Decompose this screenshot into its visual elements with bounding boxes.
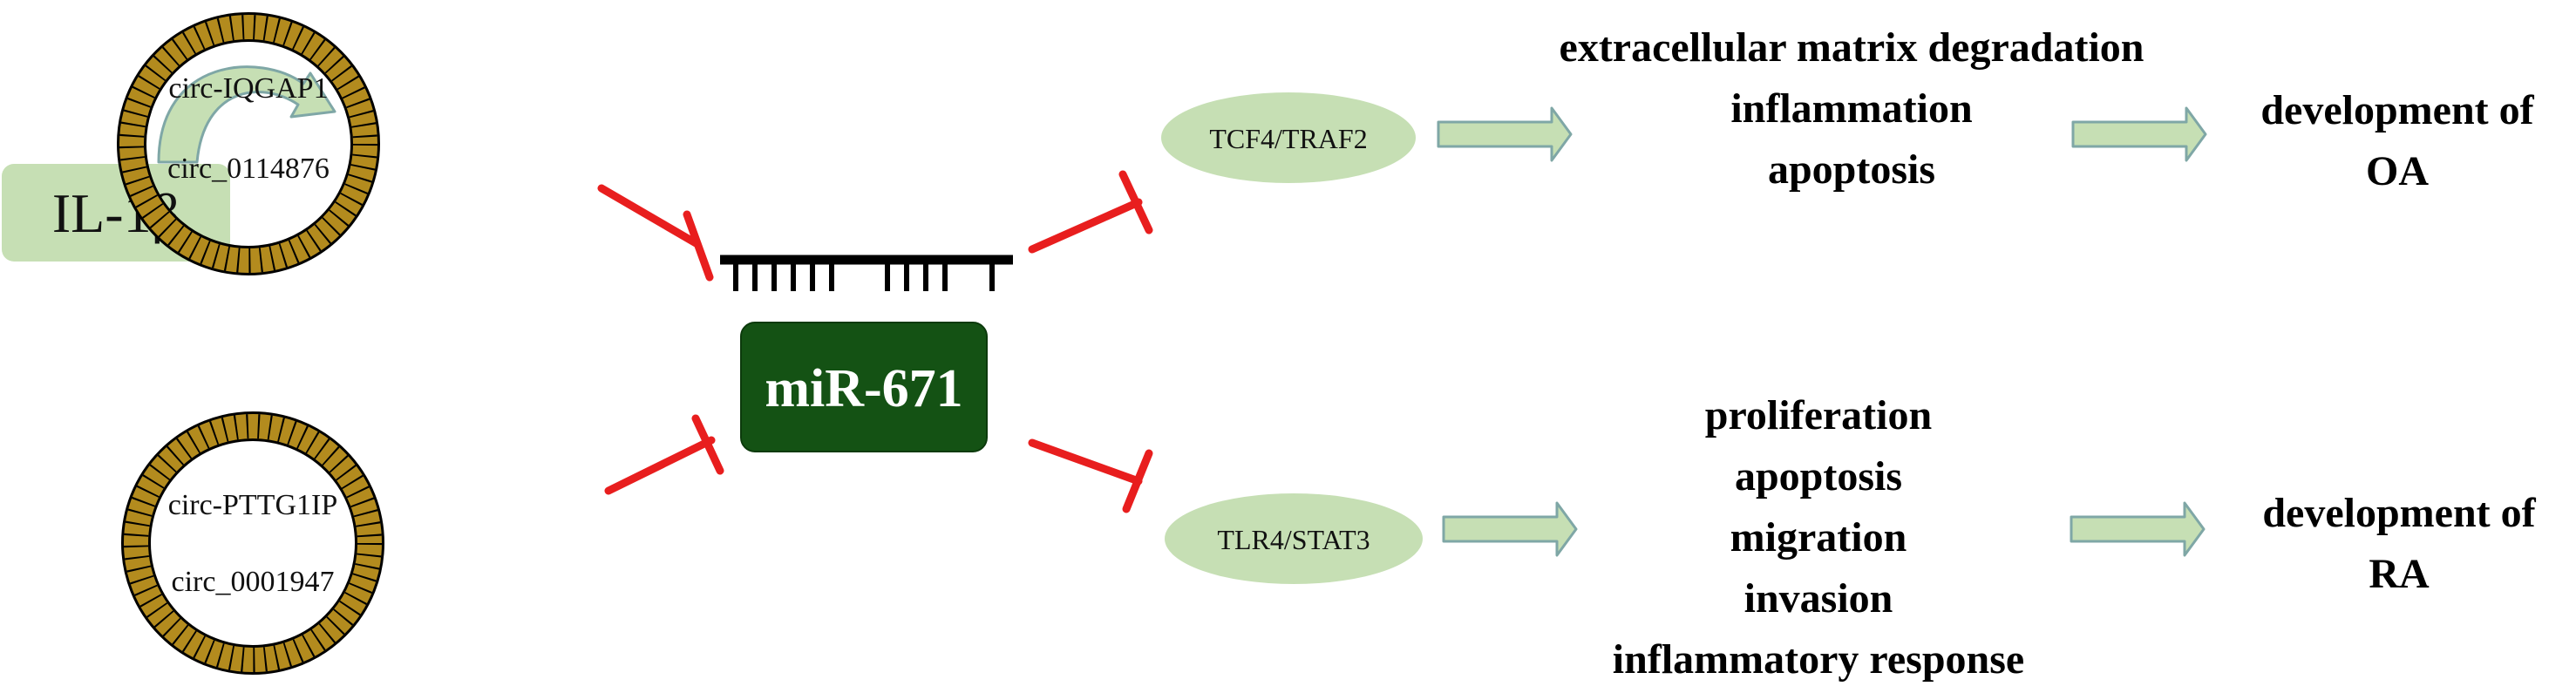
effect-bottom-item: migration [1730, 514, 1907, 561]
effects-top-list: extracellular matrix degradation inflamm… [1560, 24, 2144, 193]
effect-top-item: inflammation [1730, 85, 1972, 132]
effects-bottom-list: proliferation apoptosis migration invasi… [1613, 392, 2024, 683]
circ-bottom-name: circ-PTTG1IP [168, 489, 338, 521]
mirna-node: miR-671 [740, 322, 988, 452]
outcome-top-line2: OA [2366, 148, 2429, 194]
outcome-top-line1: development of [2260, 87, 2534, 133]
outcome-bottom-line2: RA [2369, 551, 2430, 597]
circ-top-name: circ-IQGAP1 [168, 72, 328, 105]
effect-bottom-item: invasion [1744, 575, 1893, 622]
outcome-top: development of OA [2260, 87, 2534, 194]
circ-ring-bottom: circ-PTTG1IP circ_0001947 [121, 411, 384, 675]
inhibit-mirna-to-pathway-bottom [1028, 438, 1153, 513]
effect-top-item: apoptosis [1768, 146, 1935, 193]
inhibit-circ-top-to-mirna [597, 184, 714, 282]
arrow-effects-top-to-outcome [2071, 106, 2207, 162]
circ-ring-top: circ-IQGAP1 circ_0114876 [117, 12, 380, 275]
inhibit-circ-bottom-to-mirna [604, 414, 724, 495]
circ-top-id: circ_0114876 [167, 153, 330, 185]
inhibit-mirna-to-pathway-top [1028, 170, 1153, 254]
pathway-top-label: TCF4/TRAF2 [1209, 123, 1367, 154]
il1b-to-circ-arrow [157, 65, 336, 164]
arrow-pathway-bottom-to-effects [1442, 501, 1578, 557]
arrow-effects-bottom-to-outcome [2070, 501, 2206, 557]
outcome-bottom: development of RA [2262, 490, 2536, 597]
outcome-bottom-line1: development of [2262, 490, 2536, 536]
effect-bottom-item: apoptosis [1735, 453, 1902, 499]
pathway-top-node: TCF4/TRAF2 [1161, 92, 1416, 183]
circ-bottom-id: circ_0001947 [172, 566, 335, 598]
effect-bottom-item: inflammatory response [1613, 636, 2024, 683]
effect-bottom-item: proliferation [1705, 392, 1932, 438]
effect-top-item: extracellular matrix degradation [1560, 24, 2144, 71]
arrow-pathway-top-to-effects [1437, 106, 1573, 162]
pathway-bottom-label: TLR4/STAT3 [1217, 524, 1370, 555]
pathway-bottom-node: TLR4/STAT3 [1165, 493, 1423, 584]
mirna-label: miR-671 [765, 359, 962, 418]
mirna-strand [720, 255, 1013, 291]
